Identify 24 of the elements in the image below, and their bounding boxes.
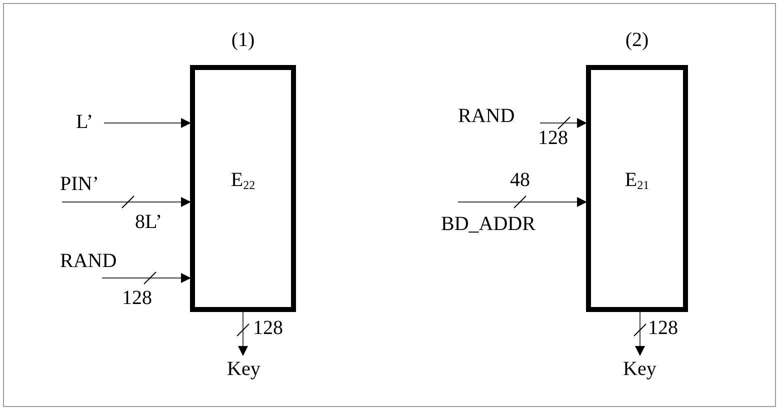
- arrow: [104, 118, 191, 128]
- signal-label: RAND: [60, 249, 138, 273]
- arrow: [540, 118, 587, 128]
- arrow: [458, 197, 587, 207]
- function-label: E$_{21}$: [624, 170, 650, 190]
- signal-label: PIN’: [60, 172, 110, 196]
- signal-label: Key: [227, 357, 261, 381]
- box-heading: (1): [230, 30, 256, 50]
- box-heading: (2): [624, 30, 650, 50]
- function-label: E$_{22}$: [230, 170, 256, 190]
- signal-label: Key: [623, 357, 657, 381]
- arrow: [62, 197, 191, 207]
- bus-width-label: 8L’: [135, 212, 162, 232]
- signal-label: L’: [76, 110, 102, 134]
- bus-width-label: 128: [538, 128, 568, 148]
- signal-label: RAND: [458, 104, 536, 128]
- bus-width-label: 128: [648, 318, 678, 338]
- arrow: [238, 312, 248, 356]
- arrow: [635, 312, 645, 356]
- signal-label: BD_ADDR: [441, 212, 567, 236]
- bus-width-label: 48: [510, 170, 530, 190]
- bus-width-label: 128: [253, 318, 283, 338]
- bus-width-label: 128: [122, 288, 152, 308]
- arrow: [102, 273, 191, 283]
